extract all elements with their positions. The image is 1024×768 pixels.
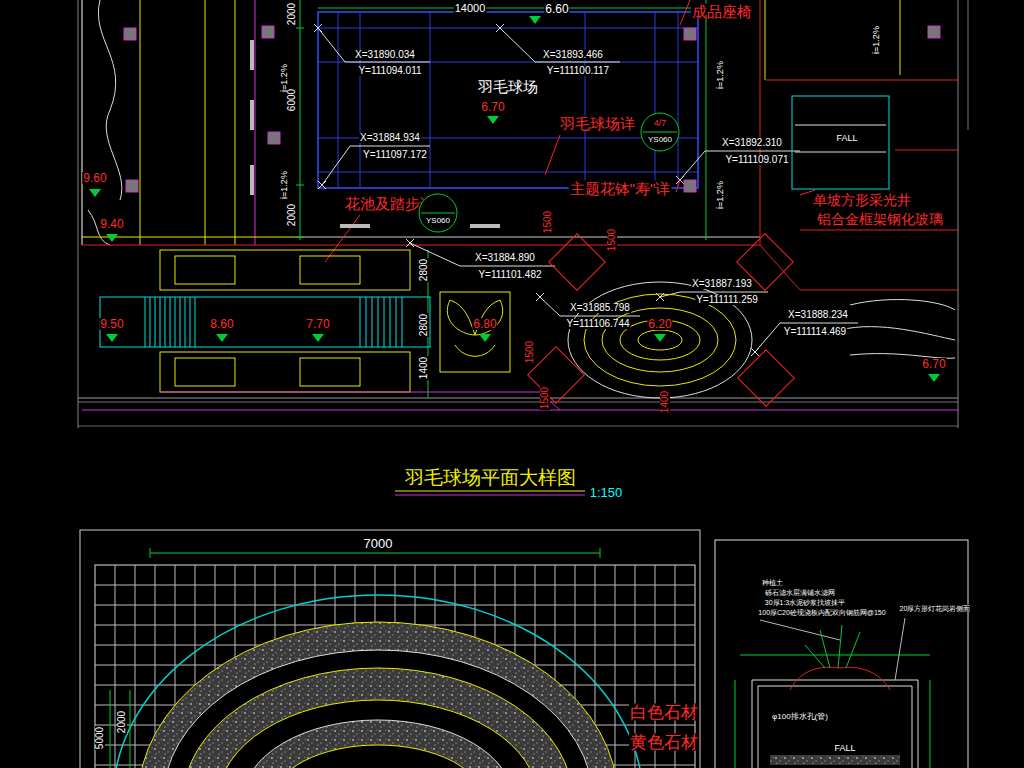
drawing-label: 6000 xyxy=(287,88,297,112)
drawing-label: 羽毛球场详 xyxy=(559,116,636,131)
drawing-label: Y=111094.011 xyxy=(357,66,422,76)
drawing-label: 1400 xyxy=(419,356,429,380)
drawing-label: X=31888.234 xyxy=(787,310,849,320)
drawing-label: Y=111114.469 xyxy=(783,327,847,337)
drawing-label: Y=111097.172 xyxy=(362,150,428,160)
drawing-label: 6.80 xyxy=(472,318,497,330)
node-text: 4/7 xyxy=(653,119,668,128)
drawing-label: 14000 xyxy=(454,3,487,14)
drawing-label: 成品座椅 xyxy=(691,4,753,19)
plan-area: FALL xyxy=(792,96,889,189)
drawing-label: FALL xyxy=(833,744,856,753)
drawing-label: 1400 xyxy=(660,390,670,414)
drawing-label: 1500 xyxy=(540,386,550,410)
plan-area: 羽毛球场 xyxy=(318,12,698,188)
drawing-label: Y=111106.744 xyxy=(565,319,630,329)
drawing-label: 1500 xyxy=(543,210,553,234)
drawing-label: i=1.2% xyxy=(716,60,725,90)
drawing-label: 9.50 xyxy=(99,318,124,330)
drawing-label: 砾石滤水层满铺水滤网 xyxy=(764,589,836,596)
drawing-label: 1:150 xyxy=(589,486,624,499)
drawing-label: 9.60 xyxy=(82,172,107,184)
drawing-label: 6.70 xyxy=(480,101,505,113)
drawing-label: φ100排水孔(管) xyxy=(771,713,829,721)
drawing-label: 8.60 xyxy=(209,318,234,330)
drawing-label: Y=111100.117 xyxy=(546,66,610,76)
drawing-label: X=31885.798 xyxy=(569,303,631,313)
drawing-label: 6.20 xyxy=(647,318,672,330)
drawing-label: 6.70 xyxy=(921,358,946,370)
drawing-label: 单坡方形采光井 xyxy=(812,193,912,207)
drawing-label: X=31884.934 xyxy=(359,133,421,143)
drawing-label: 1500 xyxy=(525,340,535,364)
drawing-label: 铝合金框架钢化玻璃 xyxy=(816,212,944,226)
drawing-label: 30厚1:3水泥砂浆找坡抹平 xyxy=(764,599,847,606)
drawing-label: 7.70 xyxy=(305,318,330,330)
drawing-label: X=31890.034 xyxy=(354,50,416,60)
drawing-label: Y=111111.259 xyxy=(695,295,759,305)
drawing-label: 白色石材 xyxy=(629,704,699,721)
drawing-label: 7000 xyxy=(363,537,394,550)
drawing-label: 5000 xyxy=(95,726,105,750)
drawing-label: 2000 xyxy=(117,710,127,734)
node-text: 羽毛球场 xyxy=(477,79,539,94)
drawing-label: 种植土 xyxy=(761,579,784,586)
detail-callout: YS060 xyxy=(418,193,458,233)
drawing-label: Y=111101.482 xyxy=(477,270,542,280)
drawing-label: 2800 xyxy=(419,258,429,282)
drawing-label: 1500 xyxy=(607,228,617,252)
node-text: YS060 xyxy=(425,217,451,225)
drawing-label: X=31884.890 xyxy=(474,253,536,263)
drawing-label: X=31887.193 xyxy=(691,279,753,289)
node-text: FALL xyxy=(835,134,858,143)
drawing-label: i=1.2% xyxy=(716,180,725,210)
detail-callout: 4/7YS060 xyxy=(640,112,680,152)
drawing-label: X=31893.466 xyxy=(542,50,604,60)
drawing-label: 黄色石材 xyxy=(629,734,699,751)
drawing-label: 100厚C20砼现浇板内配双向钢筋网@150 xyxy=(757,609,886,616)
drawing-label: 20厚方形灯花岗岩侧面 xyxy=(899,605,972,612)
drawing-label: X=31892.310 xyxy=(721,138,783,148)
drawing-label: 9.40 xyxy=(99,218,124,230)
drawing-label: 2800 xyxy=(419,313,429,337)
drawing-label: 2000 xyxy=(287,203,297,227)
drawing-label: 主题花钵"寿"详 xyxy=(569,181,672,196)
drawing-label: 2000 xyxy=(287,2,297,26)
callout-circle xyxy=(418,193,458,233)
drawing-label: 6.60 xyxy=(544,3,569,15)
drawing-label: Y=111109.071 xyxy=(724,155,789,165)
drawing-label: i=1.2% xyxy=(872,25,881,55)
node-text: YS060 xyxy=(647,136,673,144)
drawing-title: 羽毛球场平面大样图 xyxy=(404,468,577,487)
drawing-label: i=1.2% xyxy=(280,170,289,200)
